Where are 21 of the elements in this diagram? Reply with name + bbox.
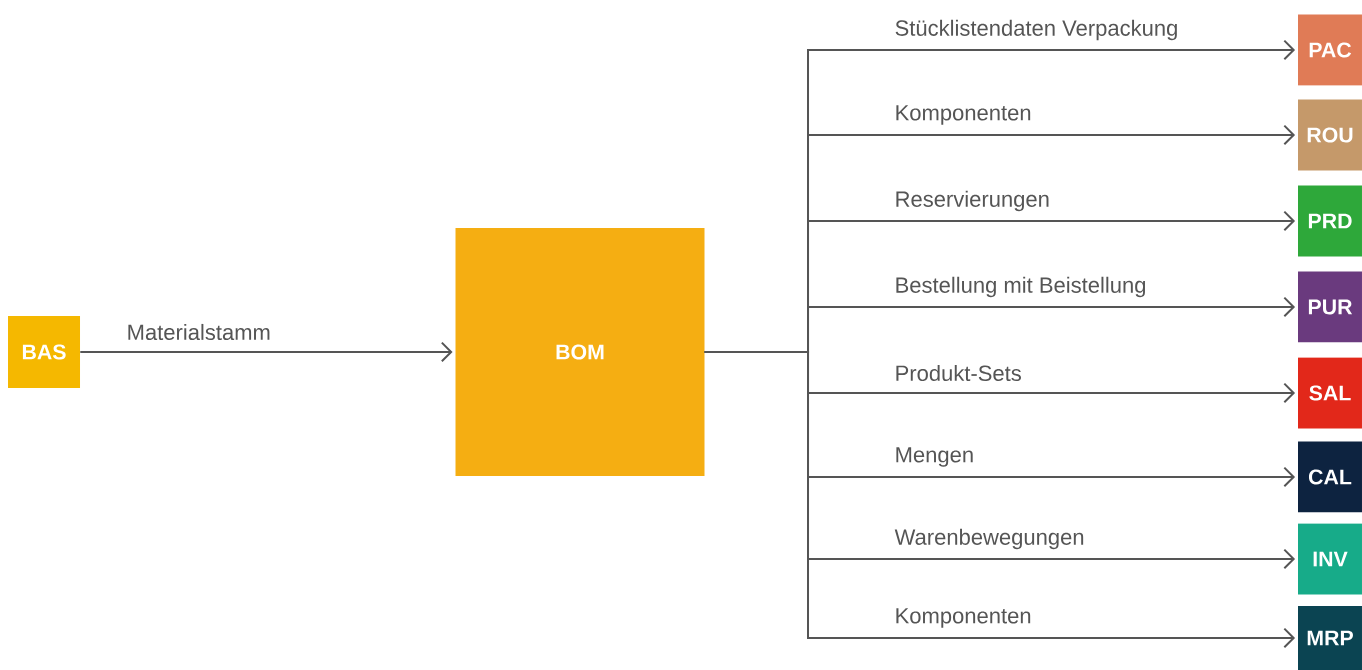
module-box: ROU (1298, 99, 1362, 171)
edge-label: Komponenten (896, 105, 1031, 125)
module-box: MRP (1298, 606, 1362, 670)
edge-label: Materialstamm (128, 323, 270, 341)
module-box: INV (1298, 523, 1362, 595)
module-box: BOM (455, 228, 705, 476)
edge-label: Warenbewegungen (894, 528, 1084, 550)
edge-label: Bestellung mit Beistellung (896, 276, 1146, 298)
edge-label: Produkt-Sets (896, 364, 1021, 382)
module-box: CAL (1298, 441, 1362, 513)
module-box: PUR (1298, 271, 1362, 343)
module-box: BAS (8, 316, 80, 388)
arrow (703, 351, 1296, 649)
edge-label: Stücklistendaten Verpackung (895, 19, 1177, 41)
edge-label: Mengen (896, 447, 973, 467)
edge-label: Komponenten (896, 608, 1031, 628)
module-box: PRD (1298, 185, 1362, 257)
module-box: SAL (1298, 357, 1362, 429)
edge-label: Reservierungen (896, 190, 1049, 212)
module-box: PAC (1298, 14, 1362, 86)
arrow (79, 341, 453, 363)
